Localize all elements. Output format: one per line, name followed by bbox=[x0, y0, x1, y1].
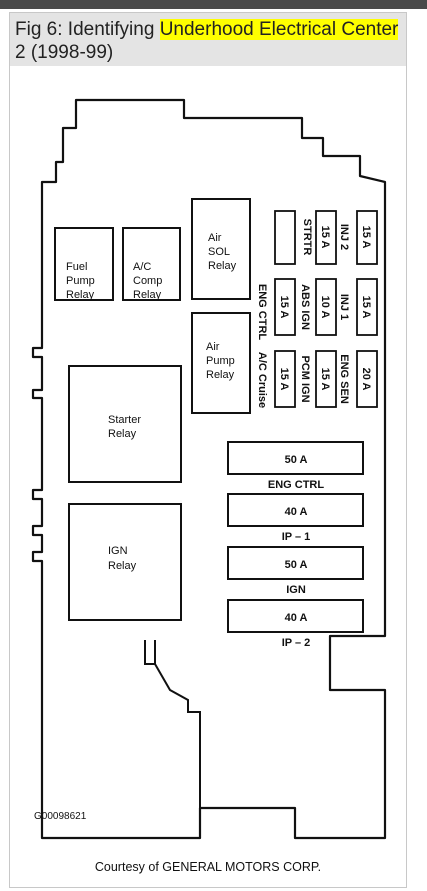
fuse-inj2-value: 15 A bbox=[360, 226, 372, 249]
fuse-ac-cruise: 15 A bbox=[274, 350, 296, 408]
housing-inner-tab bbox=[144, 640, 201, 808]
relay-starter-line-2: Relay bbox=[108, 428, 137, 440]
relay-ign-line-1: IGN bbox=[108, 545, 128, 557]
maxi-fuse-2-label: IP – 1 bbox=[282, 531, 311, 543]
relay-ign: IGN Relay bbox=[68, 503, 182, 621]
relay-ac-comp-line-1: A/C bbox=[133, 261, 151, 273]
fuse-label-inj1: INJ 1 bbox=[338, 294, 350, 320]
credit-line: Courtesy of GENERAL MOTORS CORP. bbox=[94, 860, 322, 874]
relay-fuel-pump-line-3: Relay bbox=[66, 289, 95, 301]
relay-air-pump-line-2: Pump bbox=[206, 355, 235, 367]
maxi-fuse-1-value: 50 A bbox=[285, 454, 308, 466]
fuse-col1-row1-value: 15 A bbox=[319, 226, 331, 249]
relay-starter: Starter Relay bbox=[68, 365, 182, 483]
maxi-fuse-3-label: IGN bbox=[286, 584, 306, 596]
fuse-inj1-value: 15 A bbox=[360, 296, 372, 319]
relay-air-sol-line-1: Air bbox=[208, 232, 222, 244]
relay-ac-comp-line-3: Relay bbox=[133, 289, 162, 301]
relay-ac-comp-line-2: Comp bbox=[133, 275, 162, 287]
caption-highlight: Underhood Electrical Center bbox=[159, 19, 399, 40]
relay-air-pump-line-3: Relay bbox=[206, 369, 235, 381]
maxi-fuse-4-label: IP – 2 bbox=[282, 637, 311, 649]
fuse-label-eng-sen: ENG SEN bbox=[338, 354, 350, 404]
relay-fuel-pump-line-2: Pump bbox=[66, 275, 95, 287]
relay-air-sol-line-3: Relay bbox=[208, 260, 237, 272]
relay-fuel-pump: Fuel Pump Relay bbox=[54, 227, 114, 301]
relay-air-pump: Air Pump Relay bbox=[191, 312, 251, 414]
maxi-fuse-1: 50 A ENG CTRL bbox=[227, 441, 364, 491]
maxi-fuse-4-value: 40 A bbox=[285, 612, 308, 624]
figure-code: G00098621 bbox=[34, 811, 87, 822]
fuse-strtr: STRTR bbox=[274, 210, 313, 265]
fuse-col1-row2-value: 10 A bbox=[319, 296, 331, 319]
relay-ac-comp: A/C Comp Relay bbox=[122, 227, 181, 301]
relay-air-sol: Air SOL Relay bbox=[191, 198, 251, 300]
maxi-fuse-4: 40 A IP – 2 bbox=[227, 599, 364, 649]
fuse-inj2: 15 A bbox=[356, 210, 378, 265]
fuse-label-abs-ign: ABS IGN bbox=[299, 284, 311, 330]
maxi-fuse-2-value: 40 A bbox=[285, 506, 308, 518]
relay-air-sol-line-2: SOL bbox=[208, 246, 230, 258]
fuse-col1-row3: 15 A bbox=[315, 350, 337, 408]
fuse-label-eng-ctrl: ENG CTRL bbox=[256, 284, 268, 341]
figure-frame bbox=[9, 12, 407, 888]
relay-air-pump-line-1: Air bbox=[206, 341, 220, 353]
fuse-eng-sen: 20 A bbox=[356, 350, 378, 408]
relay-fuel-pump-line-1: Fuel bbox=[66, 261, 87, 273]
relay-starter-line-1: Starter bbox=[108, 414, 141, 426]
fuse-eng-sen-value: 20 A bbox=[360, 368, 372, 391]
fuse-strtr-label: STRTR bbox=[301, 219, 313, 256]
top-bar bbox=[0, 0, 427, 9]
fuse-col1-row3-value: 15 A bbox=[319, 368, 331, 391]
fuse-label-inj2: INJ 2 bbox=[338, 224, 350, 250]
fuse-col1-row1: 15 A bbox=[315, 210, 337, 265]
maxi-fuse-1-label: ENG CTRL bbox=[268, 479, 325, 491]
relay-ign-line-2: Relay bbox=[108, 560, 137, 572]
caption-prefix: Fig 6: Identifying bbox=[15, 19, 160, 40]
fuse-inj1: 15 A bbox=[356, 278, 378, 336]
fuse-eng-ctrl: 15 A bbox=[274, 278, 296, 336]
figure-caption: Fig 6: Identifying Underhood Electrical … bbox=[15, 18, 405, 64]
fuse-ac-cruise-value: 15 A bbox=[278, 368, 290, 391]
caption-suffix: 2 (1998-99) bbox=[15, 42, 114, 63]
fuse-col1-row2: 10 A bbox=[315, 278, 337, 336]
fuse-label-ac-cruise: A/C Cruise bbox=[256, 352, 268, 408]
fuse-label-pcm-ign: PCM IGN bbox=[299, 355, 311, 402]
maxi-fuse-3-value: 50 A bbox=[285, 559, 308, 571]
maxi-fuse-3: 50 A IGN bbox=[227, 546, 364, 596]
fuse-eng-ctrl-value: 15 A bbox=[278, 296, 290, 319]
maxi-fuse-2: 40 A IP – 1 bbox=[227, 493, 364, 543]
